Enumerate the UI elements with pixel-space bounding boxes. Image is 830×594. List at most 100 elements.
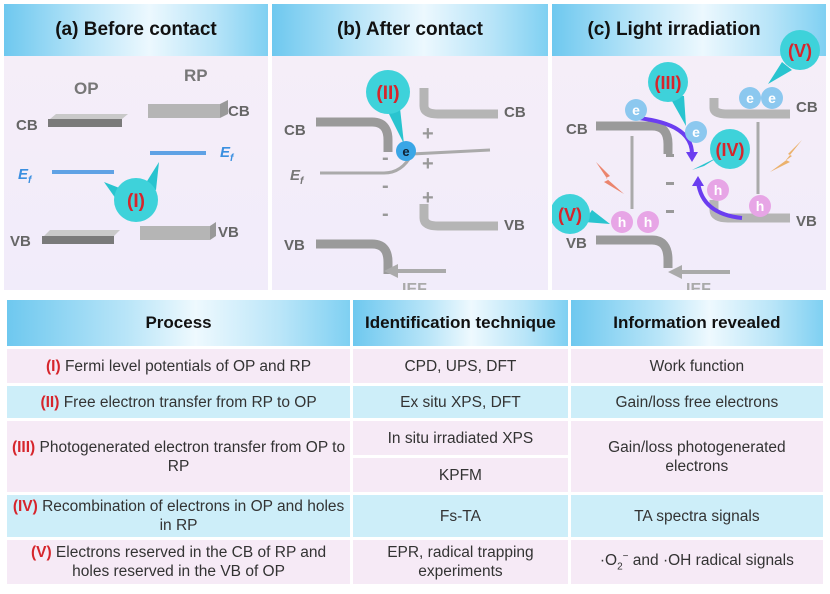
rp-vb-band — [140, 222, 216, 240]
info-cell: ·O2− and ·OH radical signals — [570, 540, 823, 584]
ief-label: IEF — [686, 281, 711, 290]
op-vb-label: VB — [566, 235, 587, 252]
table-header-row: Process Identification technique Informa… — [7, 300, 823, 346]
bubble-v-top: (V) — [768, 30, 820, 84]
table-row: (I) Fermi level potentials of OP and RP … — [7, 349, 823, 383]
rp-vb-label: VB — [796, 213, 817, 230]
rp-cb-band — [419, 88, 498, 119]
panel-before-contact: (a) Before contact OP RP CB CB Ef Ef (I)… — [4, 4, 268, 290]
op-cb-label: CB — [16, 117, 38, 134]
op-vb-band — [596, 235, 673, 268]
technique-cell: Fs-TA — [353, 495, 568, 537]
lightning-right — [770, 140, 802, 172]
bubble-iv: (IV) — [692, 129, 750, 170]
electrons: e e e e — [625, 87, 783, 143]
rp-cb-band — [148, 100, 228, 118]
technique-cell: EPR, radical trapping experiments — [353, 540, 568, 584]
process-cell: (II) Free electron transfer from RP to O… — [7, 386, 351, 418]
op-cb-label: CB — [566, 121, 588, 138]
rp-fermi-level — [150, 151, 206, 155]
fermi-label: Ef — [290, 167, 305, 187]
svg-text:(II): (II) — [376, 83, 399, 104]
ief-label: IEF — [402, 281, 427, 290]
svg-text:(III): (III) — [655, 73, 682, 93]
op-cb-label: CB — [284, 122, 306, 139]
svg-text:-: - — [382, 175, 389, 197]
svg-text:h: h — [756, 198, 765, 214]
excitation-arrows — [630, 122, 760, 209]
svg-text:e: e — [402, 144, 409, 159]
svg-text:(V): (V) — [788, 41, 812, 61]
op-vb-band — [316, 239, 393, 274]
electron: e — [396, 141, 416, 161]
arrow-head — [686, 152, 698, 162]
panel-header: (a) Before contact — [4, 4, 268, 56]
process-cell: (III) Photogenerated electron transfer f… — [7, 421, 351, 492]
info-cell: Gain/loss free electrons — [570, 386, 823, 418]
info-cell: TA spectra signals — [570, 495, 823, 537]
panel-header: (b) After contact — [272, 4, 548, 56]
rp-cb-label: CB — [504, 104, 526, 121]
svg-text:e: e — [746, 90, 754, 106]
bubble-v-bottom: (V) — [552, 194, 610, 234]
svg-text:h: h — [618, 214, 627, 230]
info-cell: Gain/loss photogenerated electrons — [570, 421, 823, 492]
svg-text:-: - — [382, 203, 389, 225]
electron-transfer-arrow — [637, 116, 694, 155]
technique-cell: CPD, UPS, DFT — [353, 349, 568, 383]
after-contact-diagram: CB CB Ef (II) e + + + - - - VB VB IEF — [284, 70, 526, 290]
technique-cell: Ex situ XPS, DFT — [353, 386, 568, 418]
op-label: OP — [74, 79, 99, 98]
light-irradiation-diagram: CB CB VB VB e e e e h h h h (III) (IV) (… — [552, 30, 820, 290]
table-row: KPFM — [7, 458, 823, 492]
table-row: (III) Photogenerated electron transfer f… — [7, 421, 823, 492]
header-process: Process — [7, 300, 351, 346]
op-fermi-level — [52, 170, 114, 174]
op-cb-band — [596, 121, 673, 154]
holes: h h h h — [611, 179, 771, 233]
op-cb-band — [48, 114, 128, 127]
bubble-ii: (II) — [366, 70, 410, 144]
process-table: Process Identification technique Informa… — [4, 297, 826, 587]
technique-cell: In situ irradiated XPS — [353, 421, 568, 455]
op-fermi-label: Ef — [18, 166, 33, 186]
bubble-i: (I) — [104, 162, 159, 222]
arrow-head — [692, 176, 704, 186]
before-contact-diagram: OP RP CB CB Ef Ef (I) VB VB — [10, 66, 250, 250]
svg-text:+: + — [422, 123, 434, 145]
svg-text:-: - — [382, 147, 389, 169]
table-row: (V) Electrons reserved in the CB of RP a… — [7, 540, 823, 584]
rp-cb-band — [709, 98, 790, 119]
svg-text:(IV): (IV) — [716, 140, 745, 160]
svg-text:h: h — [644, 214, 653, 230]
hole-transfer-arrow — [696, 181, 743, 220]
op-vb-label: VB — [10, 233, 31, 250]
op-vb-band — [42, 230, 120, 244]
process-cell: (V) Electrons reserved in the CB of RP a… — [7, 540, 351, 584]
rp-cb-label: CB — [796, 99, 818, 116]
svg-text:+: + — [422, 153, 434, 175]
header-info: Information revealed — [570, 300, 823, 346]
header-technique: Identification technique — [353, 300, 568, 346]
svg-text:e: e — [768, 90, 776, 106]
panel-title: (a) Before contact — [55, 19, 217, 40]
table-row: (IV) Recombination of electrons in OP an… — [7, 495, 823, 537]
rp-vb-band — [419, 204, 498, 231]
panel-after-contact: (b) After contact CB CB Ef (II) e + + + … — [272, 4, 548, 290]
process-cell: (I) Fermi level potentials of OP and RP — [7, 349, 351, 383]
minus-signs — [666, 154, 674, 213]
rp-label: RP — [184, 66, 208, 85]
ief-arrow — [384, 264, 446, 278]
rp-cb-label: CB — [228, 103, 250, 120]
technique-cell: KPFM — [353, 458, 568, 492]
bubble-iii: (III) — [648, 62, 688, 126]
rp-vb-label: VB — [504, 217, 525, 234]
op-vb-label: VB — [284, 237, 305, 254]
svg-text:(V): (V) — [558, 205, 582, 225]
charge-signs: + + + - - - — [382, 123, 434, 225]
rp-fermi-label: Ef — [220, 144, 235, 164]
rp-vb-label: VB — [218, 224, 239, 241]
panel-title: (b) After contact — [336, 19, 484, 40]
op-cb-band — [316, 117, 393, 152]
lightning-left — [596, 162, 624, 194]
